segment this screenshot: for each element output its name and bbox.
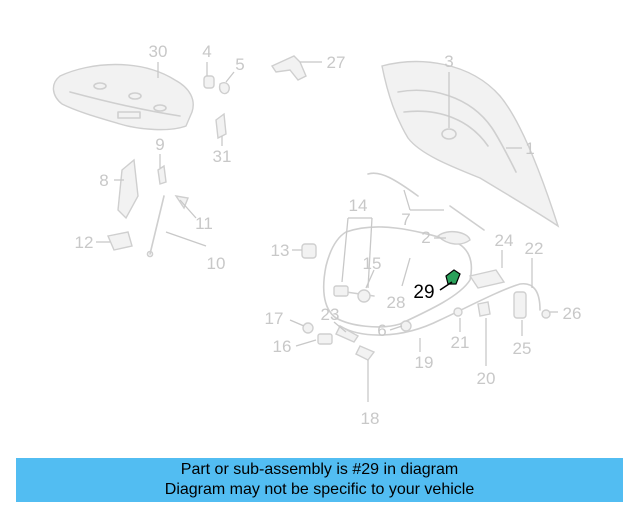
- bumper-part: [203, 75, 215, 89]
- weatherstrip-part: [367, 172, 485, 231]
- callout-23: 23: [321, 305, 340, 324]
- callout-20: 20: [477, 369, 496, 388]
- seal-part: [436, 230, 471, 245]
- highlighted-part-29: [445, 269, 461, 285]
- callout-29: 29: [413, 282, 434, 303]
- handle-part: [513, 291, 527, 319]
- callout-1: 1: [525, 139, 534, 158]
- hood-insulator-part: [52, 63, 194, 131]
- cable-guide-part: [302, 322, 376, 361]
- callout-31: 31: [213, 147, 232, 166]
- latch-part: [333, 285, 371, 303]
- callout-15: 15: [363, 254, 382, 273]
- release-cable-part: [339, 269, 541, 336]
- callout-21: 21: [451, 333, 470, 352]
- info-banner: Part or sub-assembly is #29 in diagram D…: [16, 458, 623, 502]
- callout-26: 26: [563, 304, 582, 323]
- callout-16: 16: [273, 337, 292, 356]
- lock-part: [117, 158, 139, 220]
- callout-10: 10: [207, 254, 226, 273]
- callout-30: 30: [149, 42, 168, 61]
- bracket-part: [107, 231, 133, 251]
- clip-small-part: [400, 301, 551, 332]
- callout-3: 3: [444, 52, 453, 71]
- callout-28: 28: [387, 293, 406, 312]
- callout-labels: 30 4 5 27 3 1 9 31 8 11 12 10 7 14 2 24 …: [75, 42, 582, 428]
- callout-11: 11: [195, 214, 213, 233]
- callout-6: 6: [377, 321, 386, 340]
- callout-4: 4: [202, 42, 211, 61]
- parts-diagram: 30 4 5 27 3 1 9 31 8 11 12 10 7 14 2 24 …: [52, 42, 582, 428]
- leader-lines: [96, 61, 558, 402]
- grommet-part: [301, 243, 317, 259]
- callout-19: 19: [415, 353, 434, 372]
- banner-line-part: Part or sub-assembly is #29 in diagram: [180, 461, 459, 478]
- callout-7: 7: [401, 210, 410, 229]
- callout-24: 24: [495, 231, 514, 250]
- callout-17: 17: [265, 309, 284, 328]
- callout-9: 9: [155, 135, 164, 154]
- callout-27: 27: [327, 53, 346, 72]
- callout-13: 13: [271, 241, 290, 260]
- callout-8: 8: [99, 171, 108, 190]
- callout-18: 18: [361, 409, 380, 428]
- banner-line-disclaimer: Diagram may not be specific to your vehi…: [164, 481, 475, 498]
- callout-14: 14: [349, 196, 368, 215]
- callout-5: 5: [235, 55, 244, 74]
- support-rod-part: [146, 195, 165, 258]
- callout-25: 25: [513, 339, 532, 358]
- clip-part: [218, 82, 230, 95]
- hood-hinge-part: [270, 55, 307, 81]
- callout-12: 12: [75, 233, 94, 252]
- hood-panel-part: [381, 60, 560, 228]
- callout-22: 22: [525, 239, 544, 258]
- callout-2: 2: [421, 228, 430, 247]
